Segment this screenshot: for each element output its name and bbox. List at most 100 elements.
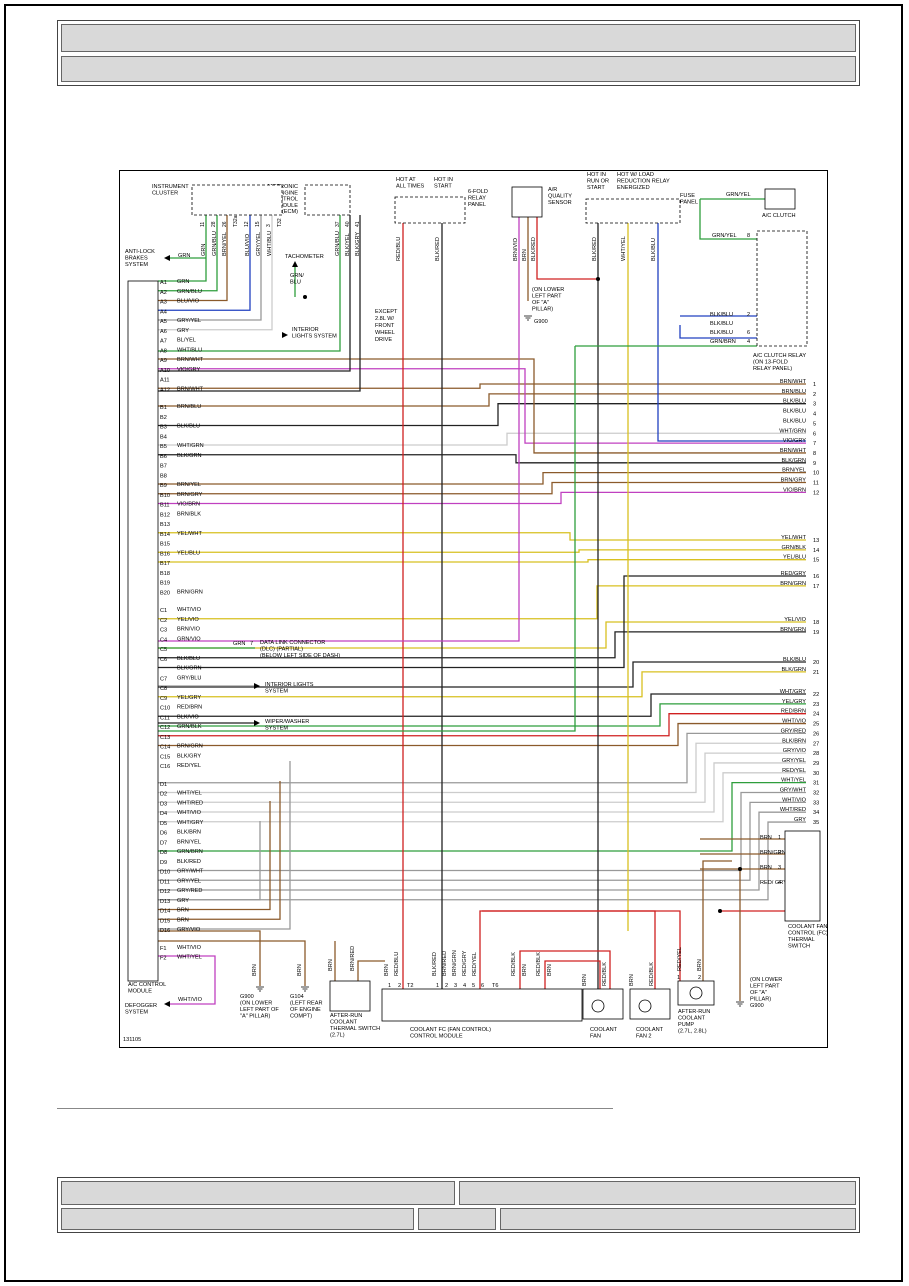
instrument-cluster <box>191 184 283 216</box>
module-pin-wire-label: BLK/GRY <box>177 753 201 759</box>
fc-switch-wire-label: BRN <box>760 865 772 871</box>
harness-wire-label: RED/GRY <box>781 571 807 577</box>
harness-wire-label: BLK/BLU <box>783 418 806 424</box>
module-pin-number: C12 <box>160 725 170 731</box>
harness-wire-label: VIO/GRY <box>783 438 806 444</box>
coolant-fan2-label: COOLANT <box>636 1027 664 1033</box>
aq-g900-label: G900 <box>534 319 548 325</box>
module-pin-number: B8 <box>160 473 167 479</box>
footer-separator <box>57 1108 613 1109</box>
module-pin-wire-label: BRN/WHT <box>177 386 204 392</box>
harness-wire <box>158 821 806 901</box>
label-group: SOLIDSTATEA/C CONTROLMODULE131105A1GRNA2… <box>123 172 828 1043</box>
module-pin-number: A5 <box>160 319 167 325</box>
relay-wire-label: GRN/BRN <box>710 339 736 345</box>
module-wire <box>158 801 271 911</box>
harness-wire-label: BRN/YEL <box>782 468 806 474</box>
module-pin-wire-label: GRN <box>177 279 189 285</box>
coolant-fan2-box <box>629 988 671 1020</box>
harness-connector-number: 32 <box>813 791 819 797</box>
harness-wire <box>158 811 806 891</box>
harness-wire-label: RED/BRN <box>781 709 806 715</box>
aq-ground-label: OF "A" <box>532 300 549 306</box>
harness-connector-number: 23 <box>813 702 819 708</box>
cluster-pin: 11 <box>200 222 206 227</box>
relay-feed-wire <box>699 199 757 240</box>
harness-connector-number: 17 <box>813 584 819 590</box>
harness-wire <box>158 732 806 784</box>
antilock-label: ANTI-LOCK <box>125 249 155 255</box>
after-run-switch-label: COOLANT <box>330 1020 358 1026</box>
relay-panel-label: RELAY <box>468 196 486 202</box>
module-pin-wire-label: WHT/GRN <box>177 443 204 449</box>
module-pin-number: B14 <box>160 532 170 538</box>
hot-start-label: START <box>434 184 452 190</box>
module-pin-number: F2 <box>160 956 167 962</box>
module-pin-wire-label: BRN/BLU <box>177 404 201 410</box>
fc-module-box <box>381 988 583 1022</box>
harness-connector-number: 28 <box>813 751 819 757</box>
t6-pin: 1 <box>436 983 439 989</box>
ac-clutch-relay-label: A/C CLUTCH RELAY <box>753 353 806 359</box>
harness-wire-label: BRN/GRY <box>781 478 807 484</box>
module-pin-number: B3 <box>160 425 167 431</box>
harness-wire <box>158 752 806 803</box>
harness-wire <box>158 491 806 505</box>
harness-connector-number: 20 <box>813 660 819 666</box>
cluster-wire <box>158 215 207 282</box>
harness-connector-number: 9 <box>813 461 816 467</box>
fc-module-caption: CONTROL MODULE <box>410 1034 463 1040</box>
interior-lights-label: LIGHTS SYSTEM <box>292 334 337 340</box>
module-pin-wire-label: BL/YEL <box>177 338 196 344</box>
interior-lights-arrow-icon <box>282 332 288 338</box>
fc-ground-icon <box>736 1001 744 1007</box>
harness-wire <box>158 454 806 464</box>
t6-wire-label: BRN/GRN <box>452 950 458 976</box>
except-label: 2.8L W/ <box>375 316 395 322</box>
harness-wire-label: BLK/BLU <box>783 657 806 663</box>
ac-control-module <box>127 280 159 982</box>
module-wire <box>158 781 281 920</box>
fuse5-wire-label: BLK/RED <box>592 237 598 261</box>
module-pin-number: C4 <box>160 637 167 643</box>
module-pin-number: B1 <box>160 405 167 411</box>
harness-wire <box>158 671 806 698</box>
harness-wire <box>158 481 806 495</box>
except-label: WHEEL <box>375 330 395 336</box>
relay-wire-label: BLK/BLU <box>710 312 733 318</box>
t6-pin: 6 <box>481 983 484 989</box>
relay-wire-label: GRN/YEL <box>712 233 737 239</box>
module-pin-number: B11 <box>160 503 170 509</box>
module-pin-number: B20 <box>160 590 170 596</box>
harness-wire-label: WHT/YEL <box>781 778 806 784</box>
g900-bottom-label: LEFT PART OF <box>240 1007 279 1013</box>
ecm-label: MODULE <box>274 203 298 209</box>
g104-ground-icon <box>301 986 309 992</box>
module-pin-wire-label: GRN/VIO <box>177 636 201 642</box>
harness-connector-number: 21 <box>813 670 819 676</box>
harness-wire <box>158 368 806 444</box>
module-pin-wire-label: GRY/WHT <box>177 869 204 875</box>
module-pin-number: B7 <box>160 464 167 470</box>
pump-pin: 2 <box>698 975 701 981</box>
after-run-pump-label: (2.7L, 2.8L) <box>678 1029 707 1035</box>
ecm-wire <box>158 215 351 372</box>
fan2-wire-label: RED/BLK <box>536 952 542 976</box>
module-pin-number: B18 <box>160 571 170 577</box>
tachometer-wire-label: GRN/ <box>290 273 304 279</box>
harness-wire <box>158 782 806 852</box>
hot-all-times-label: HOT AT <box>396 177 416 183</box>
pump-wire-label: RED/YEL <box>677 947 683 971</box>
harness-connector-number: 30 <box>813 771 819 777</box>
module-pin-number: A2 <box>160 290 167 296</box>
after-run-pump-label: PUMP <box>678 1022 694 1028</box>
fuse5-splice <box>596 277 600 281</box>
aq-sensor-label: QUALITY <box>548 194 572 200</box>
fc-ground-label: (ON LOWER <box>750 977 782 983</box>
module-pin-wire-label: WHT/YEL <box>177 791 202 797</box>
module-pin-number: D12 <box>160 889 170 895</box>
fan2-motor-icon <box>638 999 652 1013</box>
module-pin-number: B17 <box>160 561 170 567</box>
after-run-switch-label: (2.7L) <box>330 1033 345 1039</box>
instrument-cluster-label: INSTRUMENT <box>152 184 189 190</box>
